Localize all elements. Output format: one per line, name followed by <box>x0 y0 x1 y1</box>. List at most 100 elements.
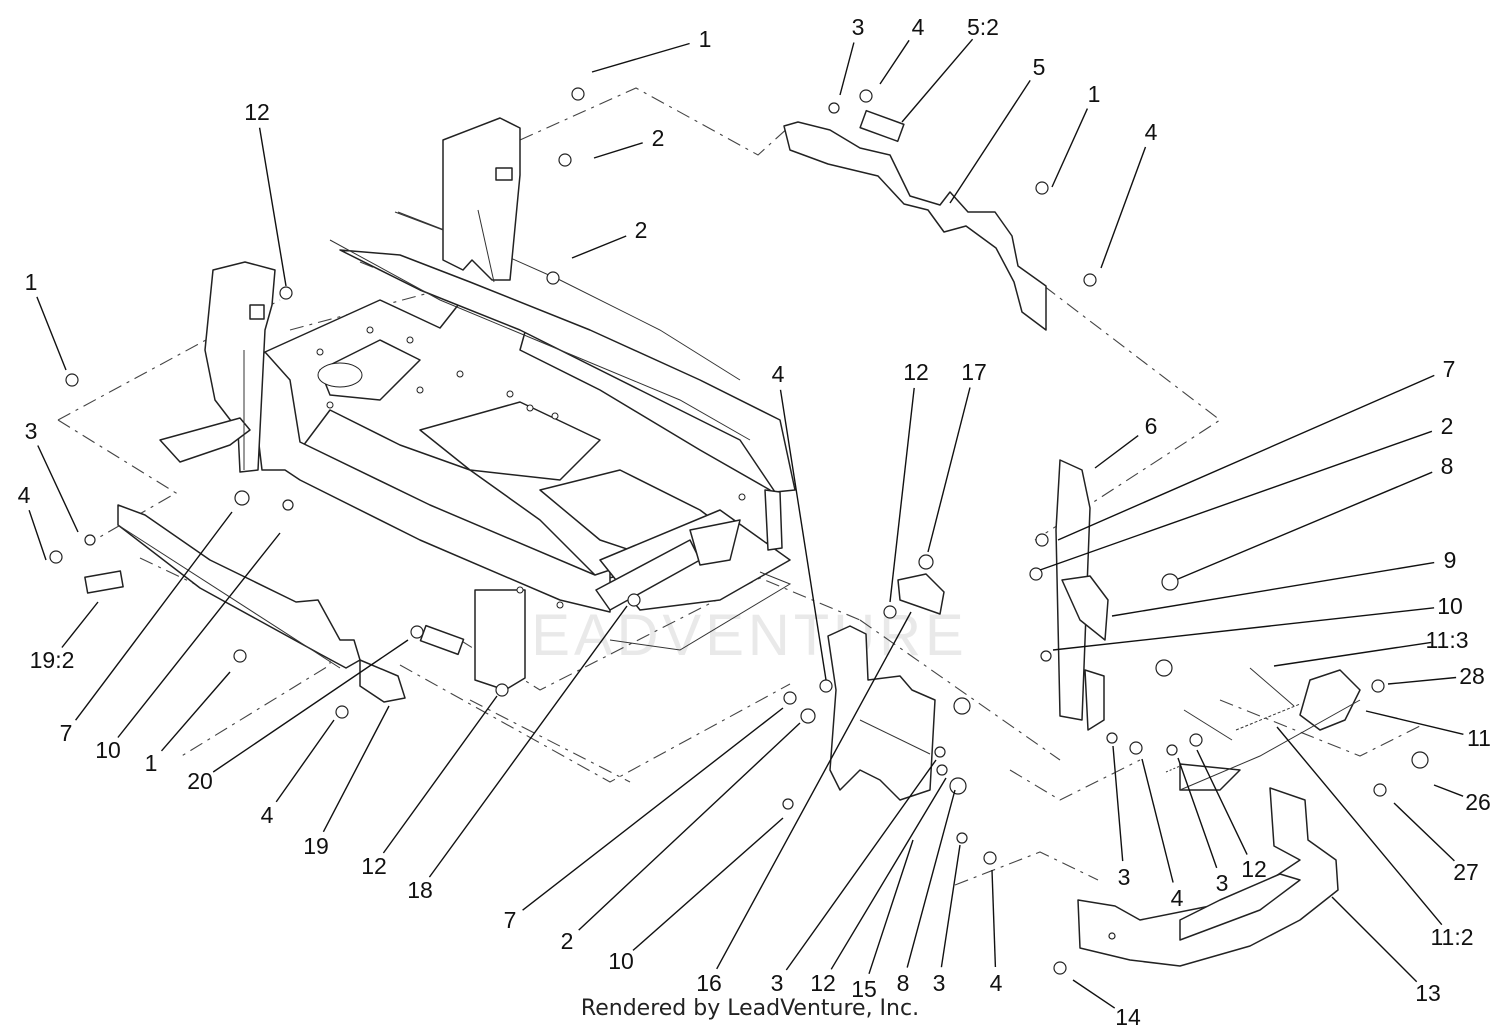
callout-leaders <box>28 38 1464 1009</box>
callout-leader-line <box>1141 758 1174 883</box>
callout-label: 2 <box>652 125 665 151</box>
callout-label: 10 <box>95 737 121 763</box>
callout-label: 11 <box>1467 725 1491 751</box>
callout-label: 12 <box>810 970 836 996</box>
callout-label: 3 <box>771 970 784 996</box>
right-side-bracket <box>1055 459 1109 731</box>
callout-label: 11:2 <box>1430 924 1473 950</box>
callout-label: 8 <box>1441 453 1454 479</box>
callout-leader-line <box>991 869 997 968</box>
rear-cover-plate <box>783 109 1047 331</box>
callout-label: 9 <box>1444 547 1457 573</box>
callout-label: 2 <box>1441 413 1454 439</box>
callout-label: 7 <box>504 907 517 933</box>
callout-label: 4 <box>990 970 1003 996</box>
watermark-text: LEADVENTURE <box>495 603 968 668</box>
callout-leader-line <box>1331 896 1418 983</box>
callout-leader-line <box>785 759 937 971</box>
callout-label: 2 <box>561 928 574 954</box>
callout-label: 3 <box>1216 870 1229 896</box>
callout-leader-line <box>1039 430 1433 571</box>
callout-leader-line <box>1393 802 1455 862</box>
callout-leader-line <box>1052 607 1435 651</box>
callout-label: 5:2 <box>967 14 999 40</box>
callout-label: 4 <box>1145 119 1158 145</box>
callout-label: 19 <box>303 833 329 859</box>
callout-leader-line <box>37 445 79 533</box>
callout-leader-line <box>716 611 912 970</box>
callout-label: 3 <box>933 970 946 996</box>
callout-leader-line <box>1433 784 1464 797</box>
callout-leader-line <box>36 296 67 371</box>
callout-leader-line <box>1365 710 1464 735</box>
left-side-bracket <box>159 261 276 473</box>
callout-leader-line <box>1051 108 1089 188</box>
callout-label: 3 <box>25 418 38 444</box>
callout-label: 11:3 <box>1425 627 1468 653</box>
callout-label: 19:2 <box>30 647 75 673</box>
callout-label: 1 <box>699 26 712 52</box>
callout-leader-line <box>1112 745 1124 862</box>
callout-label: 3 <box>1118 864 1131 890</box>
callout-leader-line <box>571 235 627 259</box>
exploded-view-phantom-lines <box>57 87 1421 886</box>
hardware-fasteners <box>49 87 1429 975</box>
callout-label: 26 <box>1465 789 1491 815</box>
callout-leader-line <box>632 817 784 951</box>
callout-leader-line <box>940 844 961 968</box>
callout-leader-line <box>830 777 947 970</box>
callout-label: 16 <box>696 970 722 996</box>
callout-label: 2 <box>635 217 648 243</box>
callout-label: 10 <box>1437 593 1463 619</box>
callout-leader-line <box>1196 749 1248 855</box>
callout-leader-line <box>117 532 281 738</box>
callout-leader-line <box>382 695 498 854</box>
callout-leader-line <box>906 789 956 968</box>
left-angle-rail <box>84 504 465 703</box>
callout-label: 4 <box>1171 885 1184 911</box>
callout-leader-line <box>949 80 1031 204</box>
callout-leader-line <box>927 387 971 553</box>
center-bracket <box>827 573 945 801</box>
callout-leader-line <box>1177 757 1218 869</box>
callout-label: 20 <box>187 768 213 794</box>
callout-label: 18 <box>407 877 433 903</box>
callout-leader-line <box>591 42 690 73</box>
callout-label: 1 <box>145 750 158 776</box>
callout-leader-line <box>75 511 233 721</box>
callout-leader-line <box>901 38 974 123</box>
callout-leader-line <box>868 839 914 975</box>
callout-label: 4 <box>261 802 274 828</box>
callout-label: 4 <box>772 361 785 387</box>
callout-leader-line <box>578 722 801 931</box>
callout-label: 7 <box>60 720 73 746</box>
spring-assembly <box>1165 667 1361 791</box>
callout-leader-line <box>1177 471 1433 580</box>
callout-label: 17 <box>961 359 987 385</box>
callout-leader-line <box>160 671 231 752</box>
callout-label: 12 <box>244 99 270 125</box>
footer-credit: Rendered by LeadVenture, Inc. <box>580 996 920 1021</box>
callout-label: 14 <box>1115 1004 1141 1030</box>
callout-leader-line <box>275 719 335 803</box>
callout-leader-line <box>322 705 390 833</box>
callout-leader-line <box>879 39 910 85</box>
callout-leader-line <box>258 127 287 287</box>
callout-leader-line <box>212 639 409 773</box>
callout-leader-line <box>779 389 827 681</box>
callout-leader-line <box>1072 979 1116 1009</box>
callout-label: 1 <box>1088 81 1101 107</box>
rear-frame-bracket <box>394 117 521 283</box>
callout-label: 15 <box>851 976 877 1002</box>
callout-leader-line <box>593 142 643 159</box>
callout-label: 13 <box>1415 980 1441 1006</box>
callout-leader-line <box>889 387 915 603</box>
callout-label: 3 <box>852 14 865 40</box>
callout-label: 4 <box>912 14 925 40</box>
callout-leader-line <box>1057 374 1435 541</box>
callout-leader-line <box>522 707 784 911</box>
main-frame-assembly <box>249 211 796 691</box>
callout-label: 8 <box>897 970 910 996</box>
